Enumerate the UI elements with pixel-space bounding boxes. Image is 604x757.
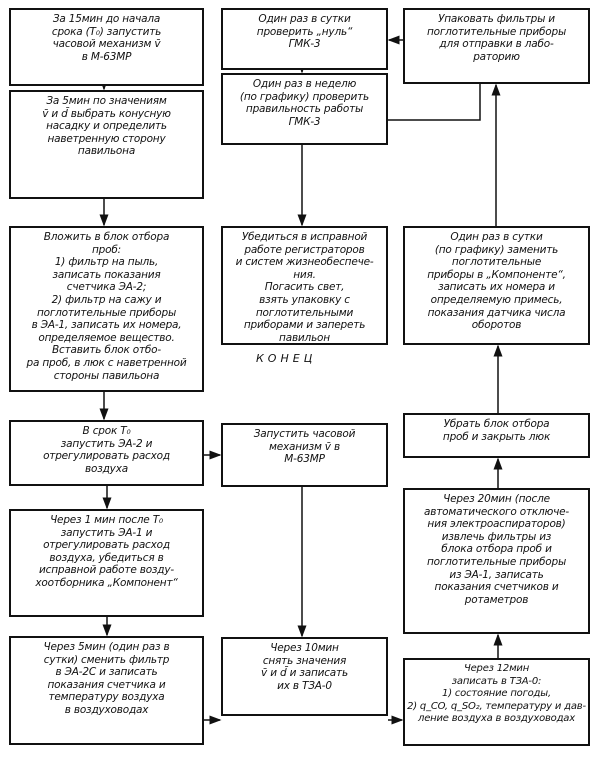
step-start-clock: За 15мин до начала срока (T₀) запустить … bbox=[9, 8, 204, 86]
step-start-clock-2: Запустить часовой механизм v̄ в М-63МР bbox=[221, 423, 388, 487]
step-check-gmk: Один раз в неделю (по графику) проверить… bbox=[221, 73, 388, 145]
step-select-nozzle: За 5мин по значениям v̄ и d̄ выбрать кон… bbox=[9, 90, 204, 199]
step-start-ea1: Через 1 мин после T₀ запустить ЭА-1 и от… bbox=[9, 509, 204, 617]
step-start-ea2: В срок T₀ запустить ЭА-2 и отрегулироват… bbox=[9, 420, 204, 486]
step-insert-sampling-block: Вложить в блок отбора проб: 1) фильтр на… bbox=[9, 226, 204, 392]
step-pack-filters: Упаковать фильтры и поглотительные прибо… bbox=[403, 8, 590, 84]
step-remove-block: Убрать блок отбора проб и закрыть люк bbox=[403, 413, 590, 458]
step-record-weather: Через 12мин записать в ТЗА-0: 1) состоян… bbox=[403, 658, 590, 746]
step-extract-filters: Через 20мин (после автоматического отклю… bbox=[403, 488, 590, 634]
step-check-zero: Один раз в сутки проверить „нуль“ ГМК-3 bbox=[221, 8, 388, 70]
step-verify-and-lock: Убедиться в исправной работе регистратор… bbox=[221, 226, 388, 345]
step-change-filter: Через 5мин (один раз в сутки) сменить фи… bbox=[9, 636, 204, 745]
step-replace-absorbers: Один раз в сутки (по графику) заменить п… bbox=[403, 226, 590, 345]
step-read-values: Через 10мин снять значения v̄ и d̄ и зап… bbox=[221, 637, 388, 716]
end-label: КОНЕЦ bbox=[256, 352, 317, 365]
